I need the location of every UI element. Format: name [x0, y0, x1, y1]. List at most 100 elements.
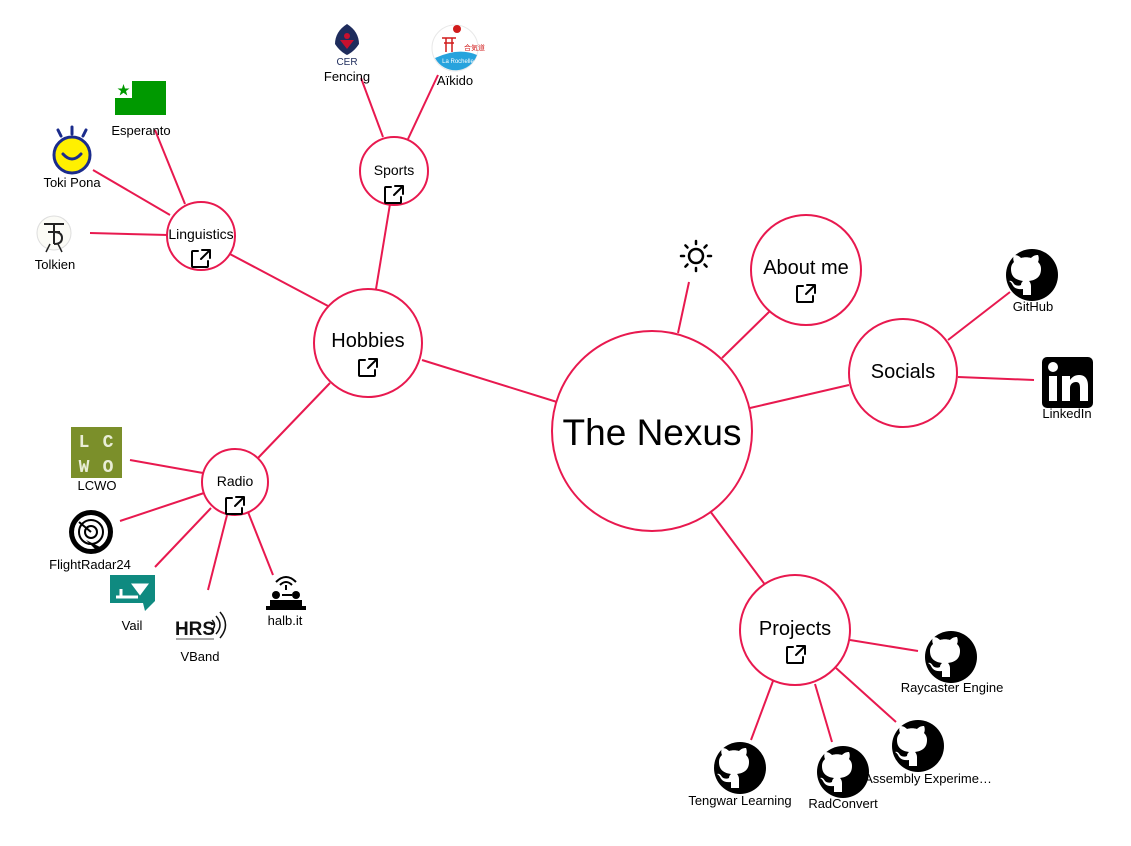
- esperanto-flag-icon: [115, 81, 166, 115]
- github-icon: [892, 720, 944, 772]
- socials-node[interactable]: Socials: [848, 318, 958, 428]
- tolkien-monogram-icon: [36, 215, 72, 253]
- tolkien-link[interactable]: Tolkien: [35, 215, 75, 272]
- projects-label: Projects: [759, 618, 831, 640]
- sports-label: Sports: [374, 162, 414, 178]
- github-social-link[interactable]: GitHub: [1006, 249, 1058, 314]
- hub-circle: [551, 330, 753, 532]
- hub-title: The Nexus: [563, 412, 742, 453]
- radio-circle: [201, 448, 269, 516]
- assembly-label: Assembly Experime…: [864, 771, 992, 786]
- halbit-label: halb.it: [268, 613, 303, 628]
- sun-icon: [679, 239, 713, 273]
- edge-hub-theme: [677, 281, 690, 334]
- lcwo-logo-c: C: [103, 433, 114, 453]
- svg-text:合気道: 合気道: [464, 43, 485, 52]
- esperanto-link[interactable]: Esperanto: [111, 81, 171, 138]
- edge-hub-hobbies: [421, 359, 558, 403]
- tolkien-label: Tolkien: [35, 257, 75, 272]
- vail-link[interactable]: Vail: [110, 575, 155, 633]
- edge-hub-projects: [709, 510, 767, 587]
- raycaster-project-link[interactable]: Raycaster Engine: [901, 631, 1004, 695]
- sports-node[interactable]: Sports: [359, 136, 429, 206]
- vail-label: Vail: [122, 618, 143, 633]
- vband-label: VBand: [180, 649, 219, 664]
- toki-pona-label: Toki Pona: [43, 175, 101, 190]
- about-node[interactable]: About me: [750, 214, 862, 326]
- linguistics-node[interactable]: Linguistics: [166, 201, 236, 271]
- sports-circle: [359, 136, 429, 206]
- edge-hobbies-linguistics: [227, 252, 329, 307]
- edge-radio-lcwo: [129, 459, 204, 474]
- projects-circle: [739, 574, 851, 686]
- lcwo-link[interactable]: L C W O LCWO: [71, 427, 122, 493]
- edge-radio-vail: [154, 507, 212, 568]
- linkedin-label: LinkedIn: [1042, 406, 1091, 421]
- esperanto-label: Esperanto: [111, 123, 170, 138]
- edge-linguistics-tokipona: [92, 169, 171, 216]
- lcwo-logo-w: W: [79, 458, 90, 478]
- edge-linguistics-esperanto: [154, 129, 186, 205]
- edge-linguistics-tolkien: [89, 232, 169, 236]
- hobbies-circle: [313, 288, 423, 398]
- socials-label: Socials: [871, 361, 935, 383]
- lcwo-logo-o: O: [103, 458, 114, 478]
- telegraph-key-icon: [266, 576, 306, 610]
- edge-projects-radconvert: [814, 683, 833, 743]
- aikido-la-rochelle-logo: 合気道 La Rochelle: [431, 24, 485, 72]
- halbit-link[interactable]: halb.it: [266, 576, 306, 628]
- cer-fencing-logo: CER: [335, 24, 359, 68]
- about-circle: [750, 214, 862, 326]
- lcwo-logo-l: L: [79, 433, 90, 453]
- raycaster-label: Raycaster Engine: [901, 680, 1004, 695]
- edge-sports-fencing: [360, 77, 384, 138]
- flightradar24-link[interactable]: FlightRadar24: [49, 510, 131, 572]
- edge-radio-halbit: [247, 511, 274, 576]
- lcwo-logo: L C W O: [71, 427, 122, 478]
- aikido-logo-text: La Rochelle: [442, 59, 474, 65]
- vail-icon: [110, 575, 155, 611]
- edge-projects-tengwar: [750, 680, 774, 741]
- github-icon: [714, 742, 766, 794]
- hrs-logo: HRS: [175, 611, 227, 640]
- flightradar24-icon: [69, 510, 113, 554]
- vband-link[interactable]: HRS VBand: [175, 611, 227, 664]
- edge-socials-github: [947, 291, 1011, 341]
- tengwar-label: Tengwar Learning: [688, 793, 791, 808]
- fencing-link[interactable]: CER Fencing: [324, 24, 370, 84]
- theme-toggle[interactable]: [679, 239, 713, 273]
- edge-hub-about: [721, 309, 772, 359]
- projects-node[interactable]: Projects: [739, 574, 851, 686]
- edge-hub-socials: [749, 384, 850, 409]
- linguistics-label: Linguistics: [168, 226, 233, 242]
- toki-pona-icon: [52, 125, 92, 175]
- aikido-label: Aïkido: [437, 73, 473, 88]
- linkedin-social-link[interactable]: LinkedIn: [1042, 357, 1093, 421]
- linguistics-circle: [166, 201, 236, 271]
- hobbies-label: Hobbies: [331, 330, 404, 352]
- github-icon: [817, 746, 869, 798]
- radconvert-project-link[interactable]: RadConvert: [808, 746, 878, 811]
- radconvert-label: RadConvert: [808, 796, 878, 811]
- tengwar-project-link[interactable]: Tengwar Learning: [688, 742, 792, 808]
- github-icon: [925, 631, 977, 683]
- hub-node[interactable]: The Nexus: [551, 330, 753, 532]
- edge-socials-linkedin: [957, 376, 1035, 381]
- edge-sports-aikido: [407, 74, 439, 140]
- hobbies-node[interactable]: Hobbies: [313, 288, 423, 398]
- github-label: GitHub: [1013, 299, 1053, 314]
- about-label: About me: [763, 257, 849, 279]
- github-icon: [1006, 249, 1058, 301]
- flightradar24-label: FlightRadar24: [49, 557, 131, 572]
- aikido-link[interactable]: 合気道 La Rochelle Aïkido: [431, 24, 485, 88]
- edge-radio-flightradar: [119, 492, 205, 522]
- toki-pona-link[interactable]: Toki Pona: [43, 125, 101, 190]
- cer-logo-text: CER: [336, 57, 357, 68]
- radio-node[interactable]: Radio: [201, 448, 269, 516]
- edge-projects-raycaster: [849, 639, 919, 652]
- assembly-project-link[interactable]: Assembly Experime…: [864, 720, 992, 786]
- edges: [89, 74, 1035, 743]
- edge-hobbies-sports: [375, 203, 391, 290]
- edge-projects-assembly: [835, 667, 897, 723]
